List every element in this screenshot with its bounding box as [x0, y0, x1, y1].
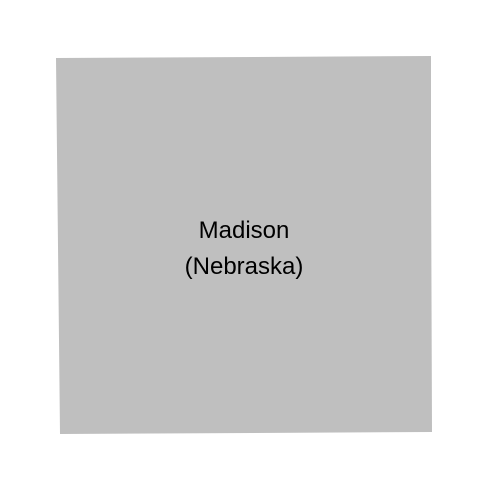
- county-state-label: (Nebraska): [185, 253, 304, 280]
- county-shape-madison[interactable]: [56, 56, 432, 434]
- county-name-label: Madison: [199, 217, 290, 244]
